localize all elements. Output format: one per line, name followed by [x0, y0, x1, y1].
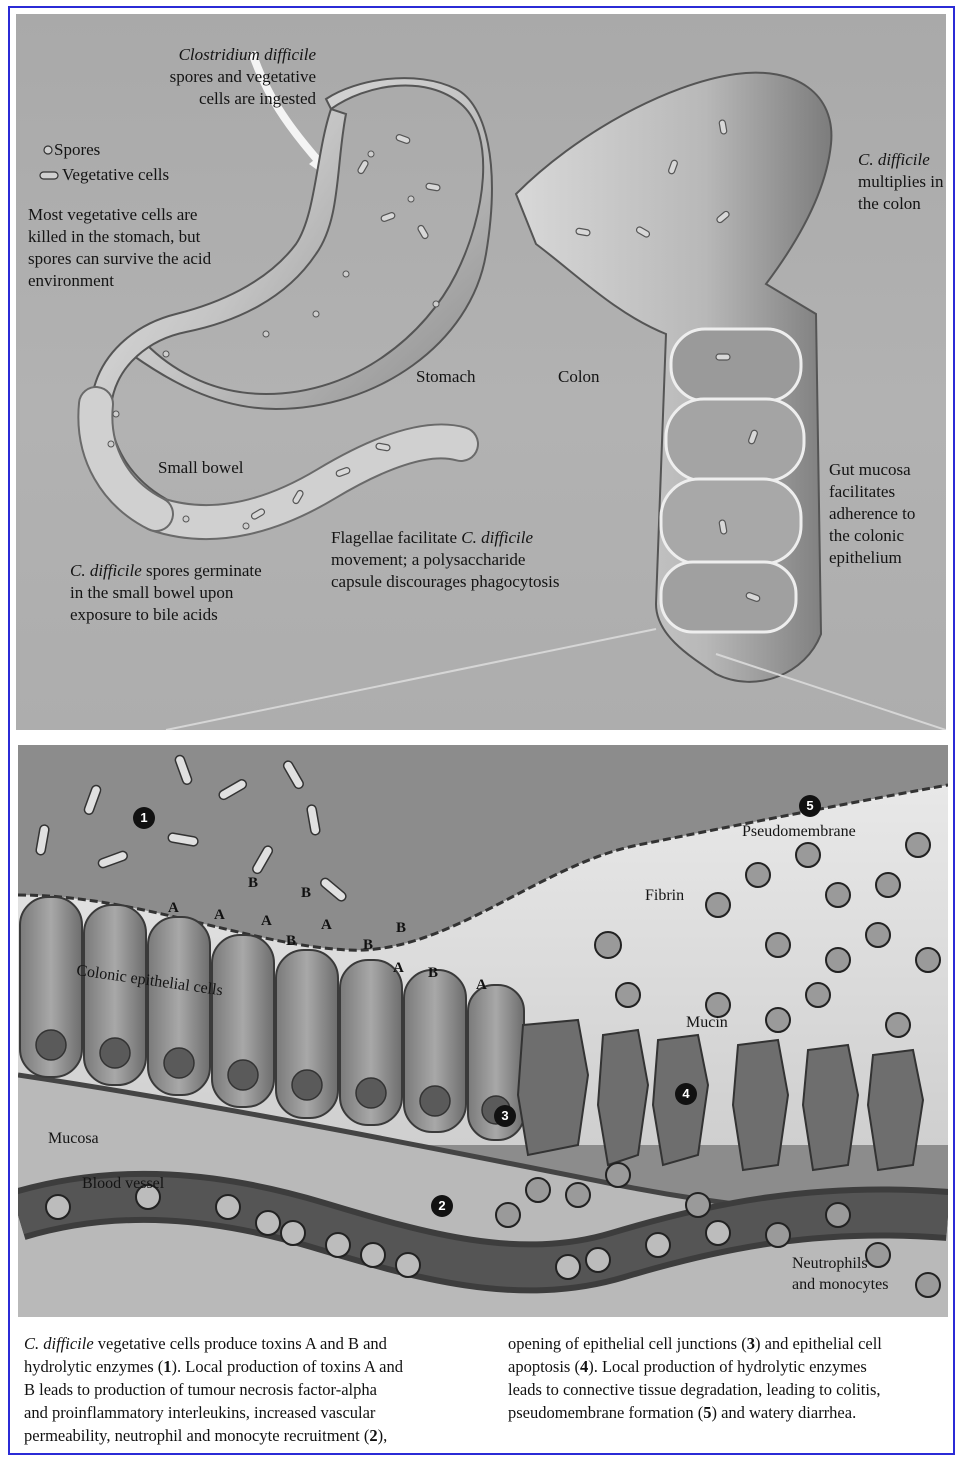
toxin-a: A — [321, 917, 332, 934]
gi-tract-panel: Clostridium difficile spores and vegetat… — [16, 14, 946, 730]
caption-right: opening of epithelial cell junctions (3)… — [508, 1332, 882, 1424]
colon-label: Colon — [558, 366, 600, 388]
toxin-b: B — [301, 885, 311, 902]
flagellae-label: Flagellae facilitate C. difficile moveme… — [331, 527, 560, 593]
toxin-a: A — [168, 900, 179, 917]
small-bowel-label: Small bowel — [158, 457, 243, 479]
blood-vessel-label: Blood vessel — [82, 1173, 164, 1195]
toxin-b: B — [428, 965, 438, 982]
toxin-a: A — [261, 913, 272, 930]
caption-left: C. difficile vegetative cells produce to… — [24, 1332, 403, 1447]
step-badge-5: 5 — [799, 795, 821, 817]
legend-vegetative-marker — [40, 172, 58, 179]
legend-spores: Spores — [54, 139, 100, 161]
neutrophils-label: Neutrophils and monocytes — [792, 1253, 888, 1295]
toxin-b: B — [286, 933, 296, 950]
toxin-a: A — [476, 977, 487, 994]
mucosa-adherence-label: Gut mucosa facilitates adherence to the … — [829, 459, 915, 569]
toxin-b: B — [248, 875, 258, 892]
stomach-note: Most vegetative cells are killed in the … — [28, 204, 211, 292]
step-badge-1: 1 — [133, 807, 155, 829]
legend-vegetative: Vegetative cells — [62, 164, 169, 186]
step-badge-3: 3 — [494, 1105, 516, 1127]
ingestion-label: Clostridium difficile spores and vegetat… — [96, 44, 316, 110]
toxin-a: A — [214, 907, 225, 924]
legend-spore-marker — [44, 146, 52, 154]
toxin-a: A — [393, 960, 404, 977]
fibrin-label: Fibrin — [645, 885, 684, 907]
germinate-label: C. difficile spores germinate in the sma… — [70, 560, 262, 626]
step-badge-4: 4 — [675, 1083, 697, 1105]
multiplies-label: C. difficile multiplies in the colon — [858, 149, 943, 215]
colonic-wall-panel: 1 2 3 4 5 B B A A A A B B B A B A Pseudo… — [18, 745, 948, 1317]
step-badge-2: 2 — [431, 1195, 453, 1217]
mucin-label: Mucin — [686, 1012, 728, 1034]
pseudomembrane-label: Pseudomembrane — [742, 821, 856, 843]
mucosa-label: Mucosa — [48, 1128, 99, 1150]
toxin-b: B — [396, 920, 406, 937]
stomach-label: Stomach — [416, 366, 476, 388]
toxin-b: B — [363, 937, 373, 954]
